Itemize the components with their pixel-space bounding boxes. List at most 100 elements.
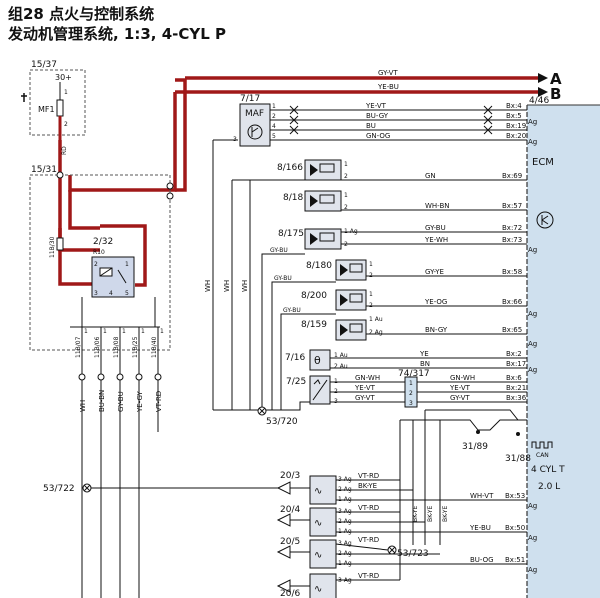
connector-node <box>97 373 105 381</box>
coil-wire-label: VT-RD <box>358 572 379 580</box>
fuse-name: MF1 <box>38 105 55 114</box>
pos-sensor-wire-label: YE-VT <box>449 384 471 392</box>
sensor-icon <box>310 194 335 207</box>
pos-sensor-wire-label: GY-VT <box>355 394 375 402</box>
fuse-pin-2: 2 <box>64 121 68 128</box>
connector-pin: 1 <box>141 328 145 335</box>
bottom-wire-lines <box>81 380 159 598</box>
sensor-bx: Bx:65 <box>502 326 522 334</box>
bottom-wire-label: YE-GY <box>136 390 144 413</box>
bus-a-label: A <box>550 70 562 88</box>
temp-sensor-wire-label: YE <box>419 350 429 358</box>
sensor-icon <box>340 293 363 306</box>
relay-pin-2: 2 <box>94 261 98 268</box>
coil-ref: 20/5 <box>280 537 300 547</box>
relay-coil-icon <box>99 267 127 284</box>
sensor-icon <box>340 323 363 336</box>
coil-icon: ∿ <box>314 550 322 561</box>
bottom-wire-label: BU-BN <box>98 390 106 412</box>
pos-conn-pin: 3 <box>409 400 413 407</box>
relay-name: R10 <box>93 249 105 256</box>
junction-wire: 11B/30 <box>49 236 56 258</box>
maf-wire-label: GN-OG <box>366 132 390 140</box>
coil-wire-label: WH-VT <box>470 492 494 500</box>
temp-sensor-box <box>309 349 331 371</box>
coil-bus-lines <box>412 420 441 545</box>
temp-sensor-ref: 7/16 <box>285 353 305 363</box>
sensor-8-180: 8/180 1 2 GY-YE Bx:58 <box>306 259 527 281</box>
twisted-pair-icon <box>289 105 493 135</box>
ground-53-722: 53/722 <box>43 483 300 494</box>
pos-conn-box <box>404 376 418 408</box>
coil-pin: 3 Ag <box>338 540 352 547</box>
bus-b-wire-label: YE-BU <box>377 83 399 91</box>
relay-pin-1: 1 <box>125 261 129 268</box>
coil-20-4: 20/4 ∿ 3 Ag 2 Ag 1 Ag VT-RD YE-BU Bx:50 … <box>276 504 537 542</box>
ecm-panel <box>527 105 600 598</box>
connector-pin: 1 <box>122 328 126 335</box>
sensor-pin: 2 <box>344 204 348 211</box>
connector-node <box>135 373 143 381</box>
coil-icon: ∿ <box>314 486 322 497</box>
sensor-wire-label: BN-GY <box>425 326 448 334</box>
mid-wire-lines <box>212 139 305 410</box>
ecm-ag: Ag <box>528 366 537 374</box>
pos-sensor-bx: Bx:21 <box>506 384 526 392</box>
temp-sensor-pin: 1 Au <box>334 352 348 359</box>
coil-ref: 20/6 <box>280 589 300 598</box>
sensor-bx: Bx:73 <box>502 236 522 244</box>
sensor-icon <box>340 263 363 276</box>
ecm-ag: Ag <box>528 310 537 318</box>
sensor-wire-label: WH-BN <box>425 202 450 210</box>
coil-wire-label: VT-RD <box>358 472 379 480</box>
sensor-pin: 1 <box>344 192 348 199</box>
pos-conn-ref: 74/317 <box>398 369 430 379</box>
coil-wire-label: BU-OG <box>470 556 494 564</box>
coil-bx: Bx:53 <box>505 492 525 500</box>
ecm-ref: 4/46 <box>529 96 549 106</box>
sensor-box <box>335 289 367 311</box>
maf-sensor-icon <box>247 124 263 140</box>
junction-box <box>29 174 171 351</box>
pos-conn-pin: 1 <box>409 380 413 387</box>
sensor-8-159: 8/159 1 Au 2 Ag BN-GY Bx:65 Ag <box>301 316 537 348</box>
maf-pin: 2 <box>272 113 276 120</box>
fuse-box <box>29 69 86 136</box>
sensor-pin: 1 Au <box>369 316 383 323</box>
relay-box <box>91 256 135 298</box>
ecm-ag: Ag <box>528 138 537 146</box>
fuse-pin-1: 1 <box>64 89 68 96</box>
maf-pin: 5 <box>272 133 276 140</box>
gy-bu-label: GY-BU <box>274 275 292 282</box>
maf-wire-label: BU-GY <box>366 112 389 120</box>
switch-label: 31/88 <box>505 454 531 464</box>
sensor-bx: Bx:58 <box>502 268 522 276</box>
position-sensor-7-25: 7/25 1 2 3 GN-WH YE-VT GY-VT 74/317 1 2 … <box>286 369 527 408</box>
bus-b-arrow-icon <box>538 87 548 97</box>
maf-pin: 3 <box>233 136 237 143</box>
mid-wire-label: WH <box>204 280 212 292</box>
sensor-icon <box>310 232 335 245</box>
junction-node-3 <box>166 192 174 200</box>
coil-wire-label: YE-BU <box>469 524 491 532</box>
power-wires <box>58 78 187 287</box>
coil-box <box>309 475 337 505</box>
coil-box <box>309 507 337 537</box>
sensor-bx: Bx:66 <box>502 298 523 306</box>
can-pulse-icon <box>531 441 553 449</box>
bus-b-label: B <box>550 85 561 103</box>
connector-label: 11B/25 <box>132 336 139 358</box>
connector-node <box>154 373 162 381</box>
maf-bx: Bx:4 <box>506 102 522 110</box>
junction-node-2 <box>166 182 174 190</box>
sensor-wire-label: GY-YE <box>425 268 444 276</box>
title-line-1: 组28 点火与控制系统 <box>8 5 155 23</box>
maf-name: MAF <box>245 109 264 119</box>
sensor-bx: Bx:72 <box>502 224 522 232</box>
pos-sensor-bx: Bx:6 <box>506 374 522 382</box>
maf-bx: Bx:5 <box>506 112 522 120</box>
sensor-ref: 8/200 <box>301 291 327 301</box>
coil-wire-label: VT-RD <box>358 504 379 512</box>
bus-a-wire-label: GY-VT <box>378 69 398 77</box>
title-line-2: 发动机管理系统, 1:3, 4-CYL P <box>8 25 227 43</box>
